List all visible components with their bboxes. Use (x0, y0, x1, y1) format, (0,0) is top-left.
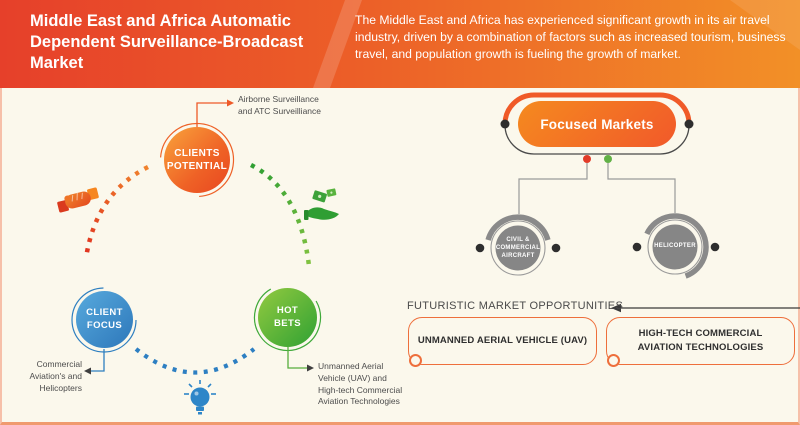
civil-commercial-aircraft-node (475, 214, 561, 276)
focused-markets-pill: Focused Markets (518, 101, 676, 147)
opportunity-box-hightech: HIGH-TECH COMMERCIAL AVIATION TECHNOLOGI… (606, 317, 795, 365)
header-description: The Middle East and Africa has experienc… (355, 13, 786, 61)
opportunity-box-corner-circle (409, 354, 422, 367)
page-title: Middle East and Africa Automatic Depende… (30, 12, 304, 72)
client-focus-label-line2: FOCUS (86, 319, 123, 331)
client-focus-node: CLIENT FOCUS (76, 291, 133, 348)
helicopter-label: HELICOPTER (645, 243, 705, 251)
gray-label-line: COMMERCIAL (495, 244, 541, 251)
hot-bets-label-line1: HOT (276, 304, 299, 316)
note-line: Vehicle (UAV) and (318, 372, 387, 383)
hot-bets-node: HOT BETS (258, 288, 317, 347)
gray-label-line: AIRCRAFT (501, 252, 535, 259)
note-line: High-tech Commercial (318, 384, 403, 395)
lightbulb-icon (184, 380, 216, 415)
gray-label-line: HELICOPTER (654, 243, 696, 249)
opportunity-box-uav: UNMANNED AERIAL VEHICLE (UAV) (408, 317, 597, 365)
opportunities-arrow (611, 303, 800, 313)
focused-markets-decoration (500, 92, 694, 155)
header-banner: Middle East and Africa Automatic Depende… (0, 0, 800, 88)
gray-label-line: CIVIL & (506, 237, 530, 243)
helicopter-node (632, 213, 720, 279)
hot-bets-note: Unmanned Aerial Vehicle (UAV) and High-t… (318, 361, 438, 408)
annotation-connectors (84, 99, 314, 375)
opportunity-box-corner-circle (607, 354, 620, 367)
note-line: and ATC Surveilliance (238, 105, 321, 116)
handshake-icon (57, 187, 99, 213)
opportunity-box-label: UNMANNED AERIAL VEHICLE (UAV) (417, 335, 588, 347)
clients-potential-label-line2: POTENTIAL (166, 161, 228, 172)
civil-commercial-aircraft-label: CIVIL & COMMERCIAL AIRCRAFT (488, 237, 548, 260)
hot-bets-label-line2: BETS (274, 317, 301, 329)
branch-dot-green (604, 155, 612, 163)
client-focus-note: Commercial Aviation's and Helicopters (8, 359, 82, 394)
opportunities-heading: FUTURISTIC MARKET OPPORTUNITIES (407, 300, 624, 312)
note-line: Helicopters (39, 382, 82, 393)
clients-potential-label-line1: CLIENTS (174, 147, 220, 159)
note-line: Aviation Technologies (318, 396, 400, 407)
note-line: Unmanned Aerial (318, 361, 384, 371)
clients-potential-note: Airborne Surveillance and ATC Surveillia… (238, 94, 358, 118)
note-line: Airborne Surveillance (238, 94, 319, 104)
branch-lines (518, 163, 676, 214)
note-line: Aviation's and (29, 370, 82, 381)
clients-potential-node: CLIENTS POTENTIAL (164, 127, 230, 193)
money-hand-icon (304, 188, 339, 220)
opportunity-box-label: AVIATION TECHNOLOGIES (637, 342, 764, 353)
client-focus-label-line1: CLIENT (86, 306, 123, 318)
opportunity-box-label: HIGH-TECH COMMERCIAL (638, 328, 763, 340)
content-frame (0, 88, 800, 425)
cycle-dotted-arcs (83, 162, 312, 375)
branch-dot-red (583, 155, 591, 163)
focused-markets-title: Focused Markets (540, 116, 654, 132)
note-line: Commercial (36, 359, 82, 369)
